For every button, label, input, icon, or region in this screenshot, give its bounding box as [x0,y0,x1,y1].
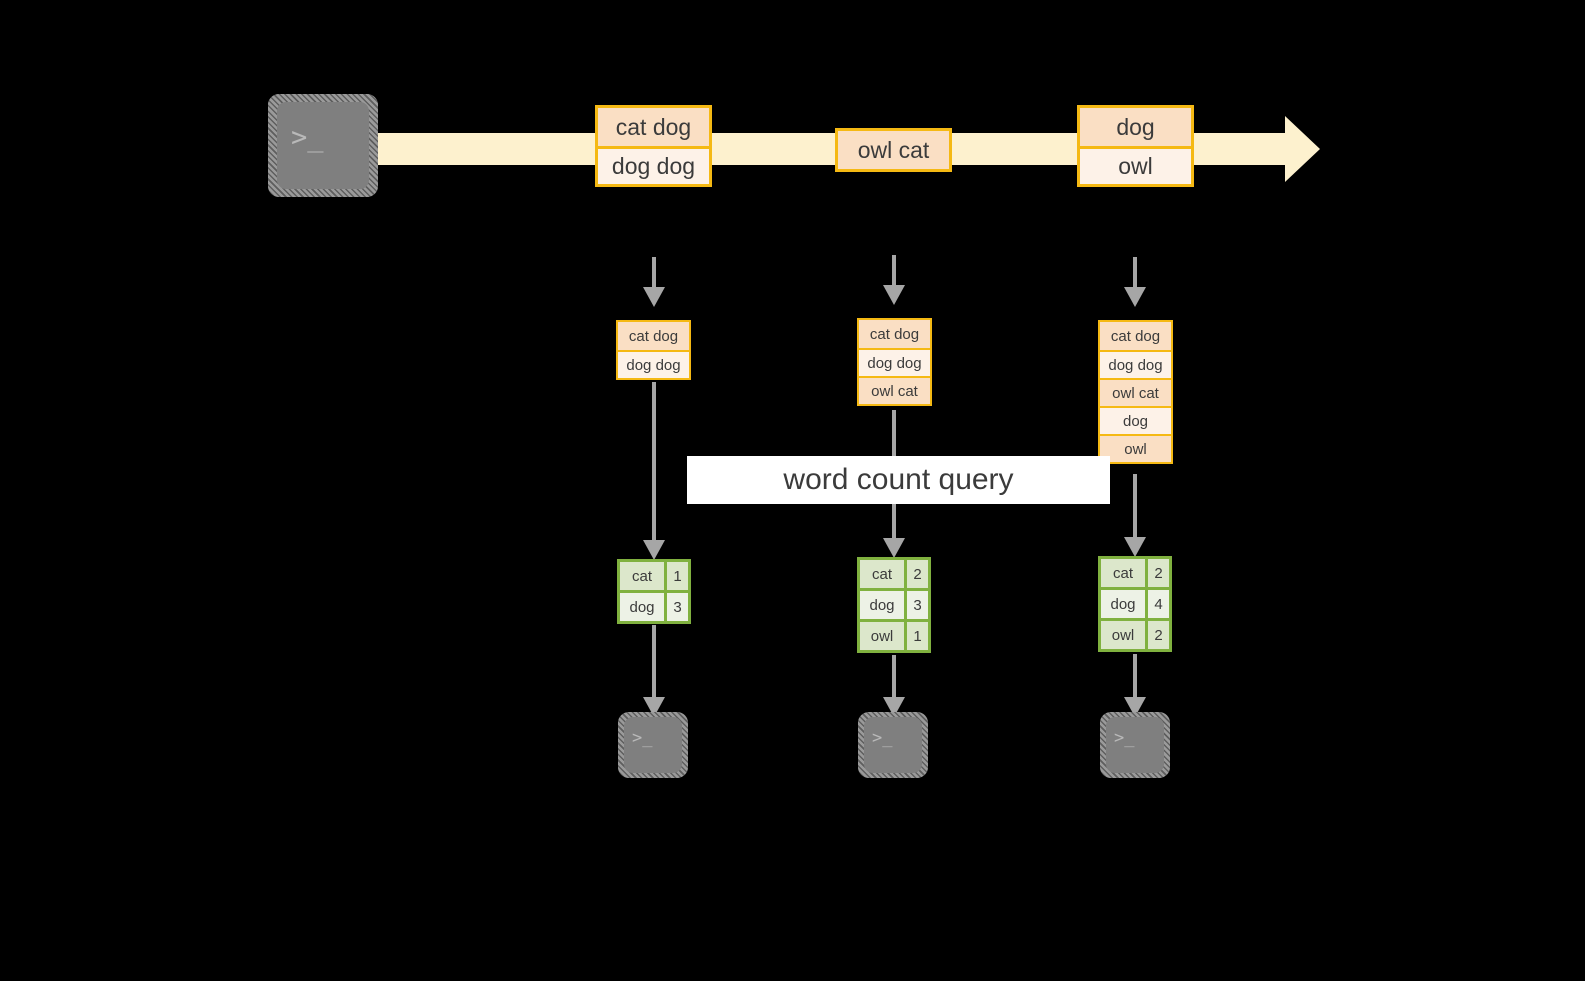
count-cell: 1 [664,562,688,590]
dashed-arrow-head-3 [1124,287,1146,307]
table-row: cat 2 [860,560,928,588]
word-cell: cat [860,560,904,588]
input-line: owl cat [859,376,930,404]
input-line: owl cat [1100,378,1171,406]
table-row: owl 2 [1101,618,1169,649]
word-cell: owl [860,622,904,650]
table-row: dog 3 [860,588,928,619]
input-line: cat dog [1100,322,1171,350]
query-arrow-head-1 [643,540,665,560]
source-terminal-icon: >_ [268,94,378,197]
sink-terminal-icon-3: >_ [1100,712,1170,778]
stream-message-3: dog owl [1077,105,1194,187]
dashed-arrow-head-2 [883,285,905,305]
terminal-face: >_ [624,717,682,773]
stream-message-line: owl [1080,146,1191,184]
word-count-result-2: cat 2 dog 3 owl 1 [857,557,931,653]
sink-arrow-line-3 [1133,654,1137,700]
input-line: cat dog [618,322,689,350]
terminal-face: >_ [864,717,922,773]
accumulated-input-2: cat dog dog dog owl cat [857,318,932,406]
input-line: dog dog [1100,350,1171,378]
dashed-arrow-line-2 [892,255,896,287]
terminal-prompt-glyph: >_ [1114,728,1135,748]
sink-terminal-icon-2: >_ [858,712,928,778]
terminal-prompt-glyph: >_ [632,728,653,748]
word-cell: cat [1101,559,1145,587]
count-cell: 1 [904,622,928,650]
input-line: cat dog [859,320,930,348]
word-count-result-3: cat 2 dog 4 owl 2 [1098,556,1172,652]
table-row: owl 1 [860,619,928,650]
accumulated-input-3: cat dog dog dog owl cat dog owl [1098,320,1173,464]
count-cell: 3 [904,591,928,619]
terminal-prompt-glyph: >_ [291,122,324,153]
stream-arrowhead-icon [1285,116,1320,182]
terminal-face: >_ [277,102,369,189]
word-count-result-1: cat 1 dog 3 [617,559,691,624]
sink-terminal-icon-1: >_ [618,712,688,778]
table-row: cat 2 [1101,559,1169,587]
stream-message-2: owl cat [835,128,952,172]
dashed-arrow-line-1 [652,257,656,289]
accumulated-input-1: cat dog dog dog [616,320,691,380]
stream-message-line: dog [1080,108,1191,146]
sink-arrow-line-1 [652,625,656,700]
query-label-text: word count query [783,463,1014,496]
stream-message-line: owl cat [838,131,949,169]
word-cell: owl [1101,621,1145,649]
count-cell: 4 [1145,590,1169,618]
dashed-arrow-head-1 [643,287,665,307]
query-arrow-head-3 [1124,537,1146,557]
count-cell: 2 [1145,621,1169,649]
input-line: dog dog [859,348,930,376]
query-arrow-line-3 [1133,474,1137,540]
terminal-face: >_ [1106,717,1164,773]
word-cell: dog [860,591,904,619]
input-line: owl [1100,434,1171,462]
query-label-band: word count query [687,456,1110,504]
word-cell: dog [1101,590,1145,618]
query-arrow-head-2 [883,538,905,558]
word-cell: cat [620,562,664,590]
dashed-arrow-line-3 [1133,257,1137,289]
count-cell: 2 [1145,559,1169,587]
input-line: dog dog [618,350,689,378]
table-row: dog 4 [1101,587,1169,618]
terminal-prompt-glyph: >_ [872,728,893,748]
table-row: cat 1 [620,562,688,590]
stream-message-line: cat dog [598,108,709,146]
query-arrow-line-1 [652,382,656,542]
stream-message-line: dog dog [598,146,709,184]
count-cell: 3 [664,593,688,621]
table-row: dog 3 [620,590,688,621]
sink-arrow-line-2 [892,655,896,700]
input-line: dog [1100,406,1171,434]
stream-message-1: cat dog dog dog [595,105,712,187]
word-cell: dog [620,593,664,621]
count-cell: 2 [904,560,928,588]
